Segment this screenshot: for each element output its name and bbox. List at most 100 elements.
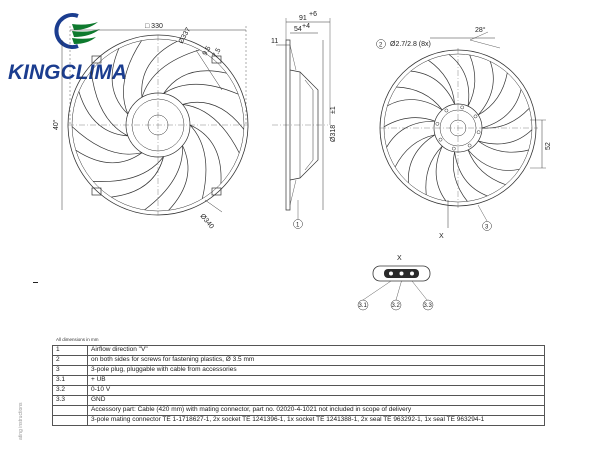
side-view: [272, 18, 331, 229]
blade-line: [425, 145, 443, 195]
blade-line: [189, 124, 207, 199]
rear-view: [376, 31, 546, 231]
callout-2: 2: [379, 43, 383, 49]
blade-line: [163, 70, 227, 94]
blade-line: [481, 89, 522, 129]
mounting-hole: [451, 146, 456, 151]
connector-detail: [357, 265, 434, 311]
legend-text: Accessory part: Cable (420 mm) with mati…: [87, 405, 545, 416]
blade-line: [383, 117, 436, 128]
blade-line: [481, 108, 530, 129]
units-note: All dimensions in mm: [56, 337, 99, 342]
blade-line: [182, 104, 240, 154]
legend-code: 1: [52, 345, 88, 356]
callout-1: 1: [296, 223, 300, 229]
blade-line: [182, 101, 245, 130]
blade-line: [168, 145, 189, 211]
legend-text: + UB: [87, 375, 545, 386]
legend-code: 3.1: [52, 375, 88, 386]
blade-line: [90, 70, 129, 137]
dim-angle: 40°: [52, 119, 60, 130]
blade-line: [189, 124, 222, 184]
blade-line: [396, 86, 443, 111]
pin-label-3: 3.3: [424, 303, 433, 309]
blade-line: [141, 40, 178, 98]
dim-offset: 52: [545, 142, 552, 150]
legend-code: 3: [52, 365, 88, 376]
blade-line: [454, 151, 488, 197]
blade-line: [477, 140, 529, 153]
technical-drawing: KINGCLIMA □ 330 Ø337 9.5 7.5 40° Ø340: [8, 11, 552, 311]
mounting-hole: [438, 137, 443, 142]
dim-rib-1: 9.5: [202, 45, 213, 57]
blade-line: [467, 54, 476, 107]
legend-text: 0-10 V: [87, 385, 545, 396]
dim-bottom-diameter: Ø340: [198, 213, 214, 231]
dim-depth-inner-tol: +4: [302, 23, 310, 30]
mounting-hole: [467, 143, 472, 148]
dim-width: □ 330: [145, 23, 163, 30]
dim-flange: 11: [271, 38, 278, 45]
pin-label-2: 3.2: [392, 303, 401, 309]
dim-rear-angle: 28°: [475, 26, 486, 34]
blade-line: [408, 134, 436, 183]
blade-line: [428, 59, 455, 105]
blade-line: [467, 149, 506, 186]
blade-line: [394, 134, 436, 168]
legend-code: 3.3: [52, 395, 88, 406]
blade-line: [467, 149, 520, 171]
blade-line: [477, 61, 494, 116]
logo-text: KINGCLIMA: [8, 61, 127, 84]
blade-line: [78, 91, 128, 137]
blade-line: [111, 48, 129, 115]
callout-3: 3: [485, 225, 489, 231]
blade-line: [386, 120, 436, 148]
blade-line: [478, 72, 508, 116]
blade-line: [71, 126, 143, 155]
section-mark: X: [439, 233, 444, 240]
legend-code: 2: [52, 355, 88, 366]
blade-line: [435, 145, 447, 202]
front-view: [61, 26, 249, 216]
blade-line: [452, 151, 468, 202]
blade-line: [75, 149, 143, 164]
dim-depth-inner: 54: [294, 26, 302, 33]
legend-code: 3.2: [52, 385, 88, 396]
blade-line: [123, 40, 142, 115]
dim-outer-diameter: Ø337: [178, 27, 193, 45]
dim-height-tol: ±1: [330, 106, 337, 114]
dim-depth-total-tol: +6: [309, 11, 317, 18]
mounting-hole: [476, 130, 481, 135]
legend-text: 3-pole plug, pluggable with cable from a…: [87, 365, 545, 376]
stray-dash: [33, 282, 38, 283]
legend-text: 3-pole mating connector TE 1-1718627-1, …: [87, 415, 545, 426]
side-note: ating instructions: [18, 402, 24, 440]
connector-label: X: [397, 255, 402, 262]
blade-line: [93, 156, 164, 182]
legend-code: [52, 415, 88, 426]
blade-line: [163, 83, 239, 95]
mounting-hole: [435, 121, 440, 126]
legend-row: Accessory part: Cable (420 mm) with mati…: [52, 405, 545, 416]
dim-height: Ø318: [330, 125, 337, 142]
dim-rib-2: 7.5: [212, 47, 223, 59]
mounting-hole: [473, 114, 478, 119]
mounting-hole: [460, 105, 465, 110]
blade-line: [410, 70, 455, 105]
blade-line: [111, 156, 164, 198]
legend-text: on both sides for screws for fastening p…: [87, 355, 545, 366]
blade-line: [478, 129, 533, 145]
dim-hole: Ø2.7/2.8 (8x): [390, 41, 431, 48]
dim-depth-total: 91: [299, 15, 307, 22]
legend-text: Airflow direction "V": [87, 345, 545, 356]
blade-line: [448, 54, 470, 107]
mounting-hole: [444, 108, 449, 113]
pin-label-1: 3.1: [359, 303, 368, 309]
legend-row: 3-pole mating connector TE 1-1718627-1, …: [52, 415, 545, 426]
blade-line: [387, 99, 443, 111]
legend-code: [52, 405, 88, 416]
